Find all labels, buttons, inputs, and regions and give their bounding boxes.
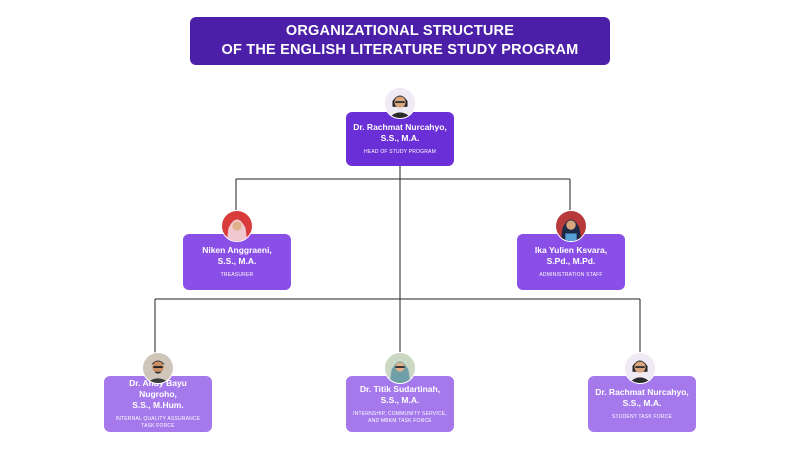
node-role: TREASURER xyxy=(220,272,254,278)
person-photo-icon xyxy=(221,210,253,242)
person-photo-icon xyxy=(384,352,416,384)
node-treasurer: Niken Anggraeni, S.S., M.A. TREASURER xyxy=(183,234,291,290)
person-photo-icon xyxy=(624,352,656,384)
node-role: STUDENT TASK FORCE xyxy=(612,414,672,420)
title-line-1: ORGANIZATIONAL STRUCTURE xyxy=(285,23,515,39)
node-name: Dr. Rachmat Nurcahyo, S.S., M.A. xyxy=(353,122,447,143)
node-role: ADMINISTRATION STAFF xyxy=(539,272,603,278)
node-role: INTERNAL QUALITY ASSURANCE TASK FORCE xyxy=(115,416,201,429)
node-student-task-force: Dr. Rachmat Nurcahyo, S.S., M.A. STUDENT… xyxy=(588,376,696,432)
person-photo-icon xyxy=(384,87,416,119)
node-internship-task-force: Dr. Titik Sudartinah, S.S., M.A. INTERNS… xyxy=(346,376,454,432)
node-name: Niken Anggraeni, S.S., M.A. xyxy=(202,245,272,266)
node-head-of-study-program: Dr. Rachmat Nurcahyo, S.S., M.A. HEAD OF… xyxy=(346,112,454,166)
node-administration-staff: Ika Yulien Ksvara, S.Pd., M.Pd. ADMINIST… xyxy=(517,234,625,290)
node-name: Dr. Titik Sudartinah, S.S., M.A. xyxy=(359,383,441,405)
node-internal-quality-assurance: Dr. Andy Bayu Nugroho, S.S., M.Hum. INTE… xyxy=(104,376,212,432)
node-role: INTERNSHIP, COMMUNITY SERVICE, AND MBKM … xyxy=(353,410,447,424)
title-line-2: OF THE ENGLISH LITERATURE STUDY PROGRAM xyxy=(221,42,579,58)
node-name: Ika Yulien Ksvara, S.Pd., M.Pd. xyxy=(534,245,608,266)
page-title: ORGANIZATIONAL STRUCTURE OF THE ENGLISH … xyxy=(190,17,610,65)
person-photo-icon xyxy=(555,210,587,242)
person-photo-icon xyxy=(142,352,174,384)
node-name: Dr. Rachmat Nurcahyo, S.S., M.A. xyxy=(595,387,689,408)
node-role: HEAD OF STUDY PROGRAM xyxy=(364,149,436,155)
